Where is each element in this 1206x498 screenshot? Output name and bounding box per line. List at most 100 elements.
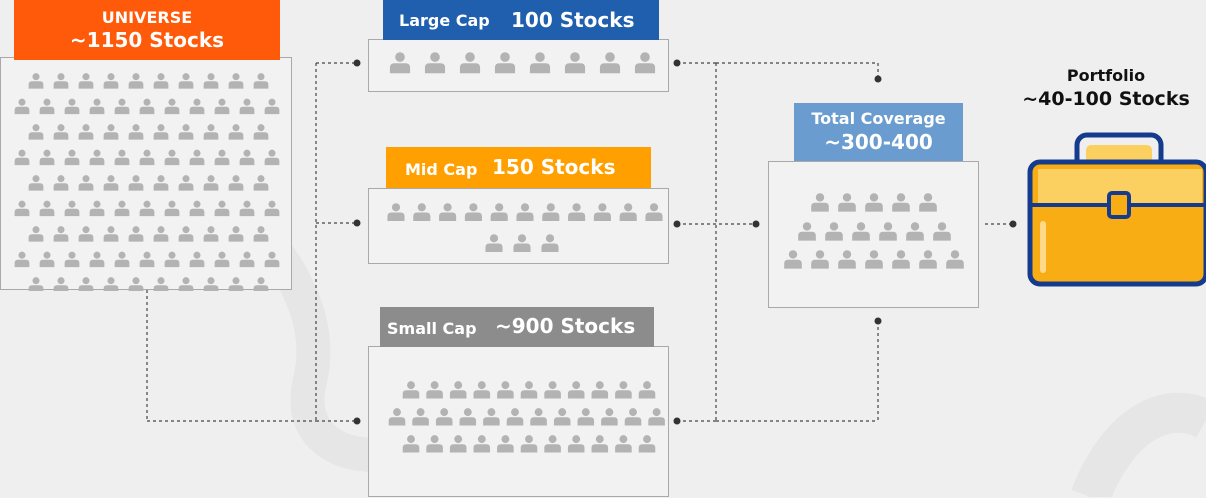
stock-person-icon xyxy=(128,73,144,89)
stock-person-icon xyxy=(906,222,924,241)
stock-person-icon xyxy=(214,200,230,217)
stock-person-icon xyxy=(64,149,80,166)
mid-cap-box xyxy=(368,188,669,264)
stock-person-icon xyxy=(153,277,169,291)
stock-person-icon xyxy=(78,124,94,140)
stock-person-icon xyxy=(28,226,44,242)
stock-person-icon xyxy=(530,408,547,426)
stock-person-icon xyxy=(825,222,843,241)
stock-person-icon xyxy=(78,277,94,291)
stock-person-icon xyxy=(473,435,491,453)
stock-person-icon xyxy=(189,200,205,217)
universe-tag: UNIVERSE ~1150 Stocks xyxy=(14,0,280,60)
stock-person-icon xyxy=(593,203,611,222)
stock-person-icon xyxy=(919,250,937,269)
stock-person-icon xyxy=(239,98,255,115)
stock-person-icon xyxy=(919,193,937,212)
stock-person-icon xyxy=(28,277,44,291)
mid-cap-label: Mid Cap xyxy=(405,160,478,179)
stock-person-icon xyxy=(114,98,130,115)
stock-person-icon xyxy=(624,408,642,426)
large-cap-label: Large Cap xyxy=(399,11,490,30)
stock-person-icon xyxy=(615,435,632,453)
stock-person-icon xyxy=(253,175,269,191)
stock-person-icon xyxy=(89,251,105,268)
stock-person-icon xyxy=(638,435,656,453)
stock-person-icon xyxy=(189,251,205,268)
stock-person-icon xyxy=(838,250,856,269)
universe-count: ~1150 Stocks xyxy=(69,28,225,52)
stock-person-icon xyxy=(39,251,55,268)
stock-person-icon xyxy=(388,408,406,426)
portfolio-count: ~40-100 Stocks xyxy=(1022,88,1190,110)
stock-person-icon xyxy=(892,193,910,212)
small-cap-label: Small Cap xyxy=(387,319,477,338)
portfolio-label: Portfolio xyxy=(1066,66,1146,85)
stock-person-icon xyxy=(389,52,411,74)
total-coverage-count: ~300-400 xyxy=(824,130,933,154)
stock-person-icon xyxy=(178,73,194,89)
total-coverage-stock-grid xyxy=(784,193,964,269)
stock-person-icon xyxy=(64,200,80,217)
stock-person-icon xyxy=(103,73,119,89)
stock-person-icon xyxy=(53,277,69,291)
stock-person-icon xyxy=(591,381,609,399)
stock-person-icon xyxy=(164,200,180,217)
stock-person-icon xyxy=(520,381,538,399)
stock-person-icon xyxy=(387,203,405,222)
universe-box xyxy=(0,57,292,291)
stock-person-icon xyxy=(506,408,524,426)
stock-person-icon xyxy=(228,73,244,89)
stock-person-icon xyxy=(139,251,155,268)
large-cap-box xyxy=(368,39,669,92)
total-coverage-box xyxy=(768,161,979,308)
stock-person-icon xyxy=(239,200,255,217)
stock-person-icon xyxy=(473,381,491,399)
stock-person-icon xyxy=(490,203,508,222)
stock-person-icon xyxy=(544,435,561,453)
stock-person-icon xyxy=(838,193,856,212)
stock-person-icon xyxy=(402,381,420,399)
stock-person-icon xyxy=(464,203,482,222)
stock-person-icon xyxy=(203,73,219,89)
stock-person-icon xyxy=(139,149,155,166)
stock-person-icon xyxy=(28,124,44,140)
stock-person-icon xyxy=(946,250,964,269)
stock-person-icon xyxy=(599,52,621,74)
stock-person-icon xyxy=(459,52,481,74)
large-cap-count: 100 Stocks xyxy=(511,8,635,32)
stock-person-icon xyxy=(239,251,255,268)
stock-person-icon xyxy=(139,200,155,217)
stock-person-icon xyxy=(567,435,585,453)
stock-person-icon xyxy=(228,226,244,242)
stock-person-icon xyxy=(39,200,55,217)
stock-person-icon xyxy=(648,408,665,426)
stock-person-icon xyxy=(78,226,94,242)
stock-person-icon xyxy=(228,277,244,291)
stock-person-icon xyxy=(439,203,457,222)
stock-person-icon xyxy=(865,193,883,212)
stock-person-icon xyxy=(264,251,280,268)
stock-person-icon xyxy=(28,175,44,191)
stock-person-icon xyxy=(153,175,169,191)
stock-person-icon xyxy=(178,277,194,291)
stock-person-icon xyxy=(214,98,230,115)
stock-person-icon xyxy=(615,381,632,399)
stock-person-icon xyxy=(239,149,255,166)
mid-cap-stock-grid xyxy=(387,203,663,253)
small-cap-count: ~900 Stocks xyxy=(495,314,636,338)
stock-person-icon xyxy=(53,124,69,140)
stock-person-icon xyxy=(264,200,280,217)
stock-person-icon xyxy=(516,203,534,222)
small-cap-stock-grid xyxy=(388,381,665,453)
stock-person-icon xyxy=(497,435,514,453)
stock-person-icon xyxy=(852,222,870,241)
stock-person-icon xyxy=(153,124,169,140)
stock-person-icon xyxy=(178,226,194,242)
mid-cap-tag: Mid Cap 150 Stocks xyxy=(386,147,651,188)
stock-person-icon xyxy=(103,277,119,291)
stock-person-icon xyxy=(485,234,503,253)
stock-person-icon xyxy=(78,73,94,89)
stock-person-icon xyxy=(64,251,80,268)
